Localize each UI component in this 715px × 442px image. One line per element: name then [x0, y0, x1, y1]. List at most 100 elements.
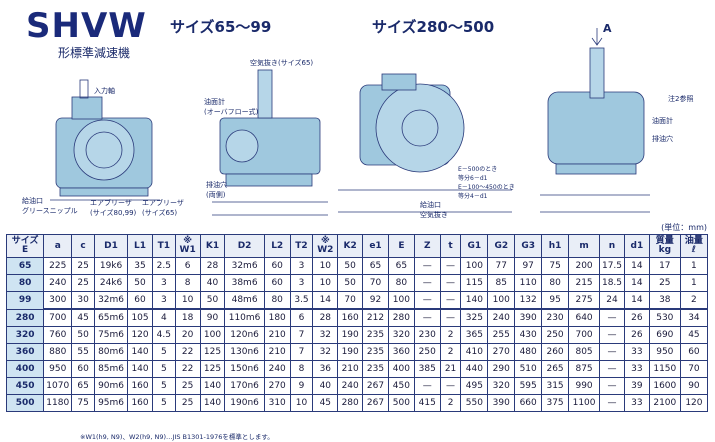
- table-cell: 500: [387, 394, 415, 412]
- table-cell: 110m6: [224, 308, 265, 327]
- table-cell: 28: [312, 308, 339, 327]
- table-cell: 36: [312, 360, 339, 378]
- table-cell: 250: [413, 343, 441, 361]
- column-header: m: [568, 234, 601, 258]
- table-cell: 990: [568, 377, 601, 395]
- table-cell: 240: [487, 308, 516, 327]
- table-cell: 210: [337, 360, 364, 378]
- table-cell: —: [599, 360, 625, 378]
- table-cell: 8: [289, 360, 314, 378]
- table-cell: 26: [623, 326, 650, 344]
- table-cell: 1150: [648, 360, 681, 378]
- table-cell: 14: [623, 274, 650, 292]
- table-cell: 24k6: [93, 274, 129, 292]
- table-cell: 875: [568, 360, 601, 378]
- table-cell: 5: [151, 394, 176, 412]
- table-cell: 34: [679, 308, 709, 327]
- table-cell: 400: [387, 360, 415, 378]
- table-cell: 18.5: [599, 274, 625, 292]
- size-range-small: サイズ65～99: [170, 18, 272, 36]
- table-cell: 14: [623, 257, 650, 275]
- table-cell: 90m6: [93, 377, 129, 395]
- column-header: c: [71, 234, 95, 258]
- table-cell: 3: [289, 257, 314, 275]
- table-cell: 50: [199, 291, 226, 310]
- table-cell: 265: [541, 360, 570, 378]
- table-cell: 1180: [43, 394, 73, 412]
- table-cell: 125: [199, 343, 226, 361]
- table-cell: 97: [514, 257, 543, 275]
- table-cell: 240: [337, 377, 364, 395]
- label-air-vent-65: 空気抜き(サイズ65): [250, 59, 314, 67]
- table-cell: 190: [337, 326, 364, 344]
- table-cell: 10: [289, 394, 314, 412]
- table-cell: 80m6: [93, 343, 129, 361]
- label-e-note: E－500のとき 等分6－d1 E－100～450のとき 等分4－d1: [458, 166, 515, 200]
- table-cell: —: [439, 257, 462, 275]
- label-note-ref: 注2参照: [668, 95, 694, 103]
- table-cell: 365: [460, 326, 489, 344]
- table-cell: 45: [71, 308, 95, 327]
- drawing-large-side: [338, 73, 512, 213]
- table-cell: 440: [460, 360, 489, 378]
- table-cell: 7: [289, 326, 314, 344]
- table-cell: 8: [174, 274, 201, 292]
- drawing-large-end: [540, 28, 650, 213]
- table-cell: —: [413, 308, 441, 327]
- table-cell: 255: [487, 326, 516, 344]
- size-range-large: サイズ280～500: [372, 18, 495, 36]
- column-header: Z: [413, 234, 441, 258]
- column-header: D1: [93, 234, 129, 258]
- label-arrow-a: A: [603, 22, 612, 35]
- table-cell: 267: [362, 394, 389, 412]
- table-cell: 25: [648, 274, 681, 292]
- table-cell: 70: [362, 274, 389, 292]
- table-cell: 80: [387, 274, 415, 292]
- table-cell: 65: [71, 377, 95, 395]
- table-cell: 75m6: [93, 326, 129, 344]
- table-cell: 35: [127, 257, 153, 275]
- table-cell: 132: [514, 291, 543, 310]
- table-cell: 14: [623, 291, 650, 310]
- table-cell: 32: [312, 343, 339, 361]
- table-cell: 10: [312, 274, 339, 292]
- table-cell: 415: [413, 394, 441, 412]
- table-cell: 90: [199, 308, 226, 327]
- table-cell: 39: [623, 377, 650, 395]
- table-cell: 60: [127, 291, 153, 310]
- table-cell: 880: [43, 343, 73, 361]
- table-cell: 260: [541, 343, 570, 361]
- table-cell: 375: [541, 394, 570, 412]
- table-cell: 215: [568, 274, 601, 292]
- table-cell: 690: [648, 326, 681, 344]
- column-header: ※ W1: [174, 234, 201, 258]
- column-header: T2: [289, 234, 314, 258]
- table-cell: 280: [387, 308, 415, 327]
- column-header: a: [43, 234, 73, 258]
- table-cell: —: [439, 308, 462, 327]
- table-cell: 950: [648, 343, 681, 361]
- column-header: L1: [127, 234, 153, 258]
- table-cell: 160: [127, 394, 153, 412]
- label-air-breather-65: エアブリーザ (サイズ65): [142, 199, 184, 217]
- table-cell: 270: [263, 377, 291, 395]
- table-cell: 33: [623, 360, 650, 378]
- table-cell: 32m6: [93, 291, 129, 310]
- table-cell: 700: [568, 326, 601, 344]
- table-cell: 60: [679, 343, 709, 361]
- table-cell: 70: [337, 291, 364, 310]
- table-cell: —: [439, 274, 462, 292]
- column-header: サイズ E: [5, 234, 45, 258]
- table-cell: —: [599, 308, 625, 327]
- size-cell: 280: [5, 308, 45, 327]
- table-cell: 80: [263, 291, 291, 310]
- table-cell: 75: [541, 257, 570, 275]
- table-cell: 26: [623, 308, 650, 327]
- table-cell: 1: [679, 274, 709, 292]
- column-header: K2: [337, 234, 364, 258]
- table-cell: 225: [43, 257, 73, 275]
